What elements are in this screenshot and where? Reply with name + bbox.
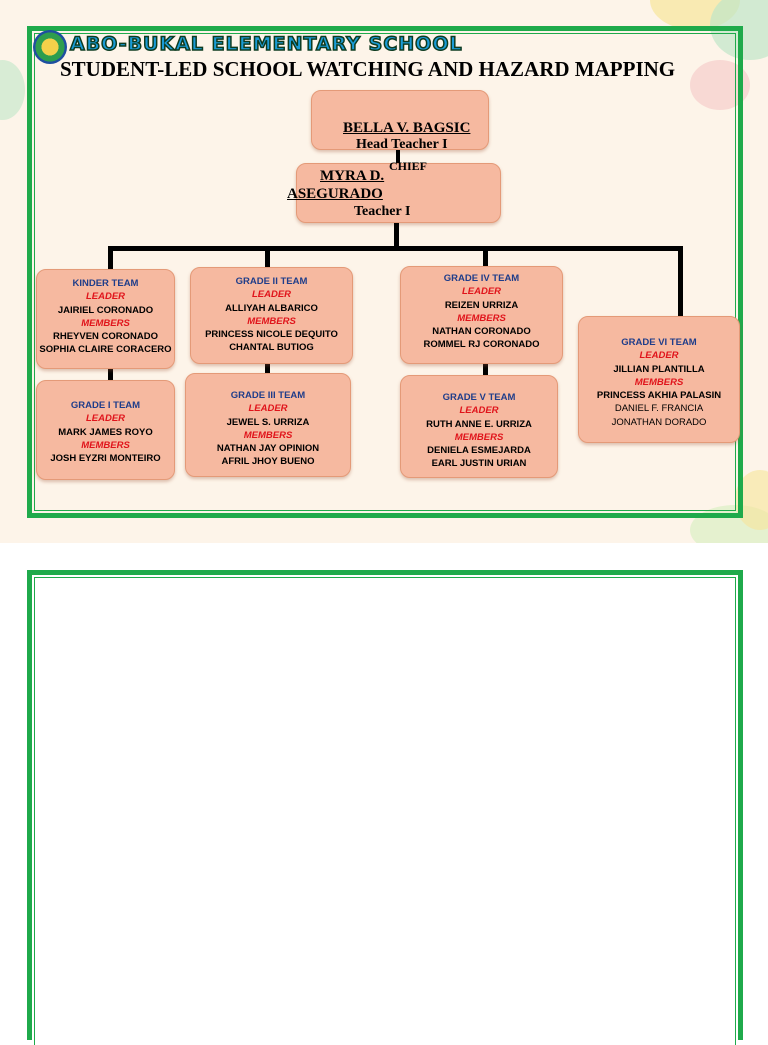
team-member: EARL JUSTIN URIAN [431, 458, 527, 470]
chief-box [296, 163, 501, 223]
connector-line [265, 246, 270, 268]
team-box-kinder: KINDER TEAM LEADER JAIRIEL CORONADO MEMB… [36, 269, 175, 369]
team-member: ROMMEL RJ CORONADO [423, 339, 540, 351]
leader-label: LEADER [248, 403, 288, 415]
team-member: DENIELA ESMEJARDA [427, 445, 531, 457]
head-teacher-name: BELLA V. BAGSIC [343, 120, 471, 136]
decor-bubble [0, 60, 25, 120]
chief-label: CHIEF [389, 159, 428, 173]
chief-name-line1: MYRA D. [320, 168, 385, 184]
connector-line [108, 246, 113, 270]
team-box-grade-5: GRADE V TEAM LEADER RUTH ANNE E. URRIZA … [400, 375, 558, 478]
chief-position: Teacher I [354, 204, 411, 219]
members-label: MEMBERS [454, 431, 504, 443]
team-leader: JILLIAN PLANTILLA [613, 363, 705, 375]
team-member: NATHAN JAY OPINION [216, 443, 320, 455]
team-member: AFRIL JHOY BUENO [221, 456, 315, 468]
team-member: JOSH EYZRI MONTEIRO [50, 453, 161, 465]
head-teacher-position: Head Teacher I [356, 137, 448, 152]
page-title: STUDENT-LED SCHOOL WATCHING AND HAZARD M… [60, 57, 676, 81]
blank-slide-border [27, 570, 743, 1045]
team-box-grade-1: GRADE I TEAM LEADER MARK JAMES ROYO MEMB… [36, 380, 175, 480]
leader-label: LEADER [639, 350, 679, 362]
team-box-grade-6: GRADE VI TEAM LEADER JILLIAN PLANTILLA M… [578, 316, 740, 443]
team-member: CHANTAL BUTIOG [229, 342, 314, 354]
connector-line [678, 246, 683, 318]
members-label: MEMBERS [457, 312, 506, 324]
team-box-grade-3: GRADE III TEAM LEADER JEWEL S. URRIZA ME… [185, 373, 351, 477]
team-member: JONATHAN DORADO [611, 416, 707, 428]
slide-border [27, 26, 743, 518]
team-leader: JEWEL S. URRIZA [226, 416, 310, 428]
members-label: MEMBERS [243, 429, 293, 441]
team-name: GRADE VI TEAM [621, 337, 697, 348]
members-label: MEMBERS [247, 315, 296, 327]
team-leader: JAIRIEL CORONADO [57, 304, 154, 316]
team-box-grade-2: GRADE II TEAM LEADER ALLIYAH ALBARICO ME… [190, 267, 353, 364]
team-leader: REIZEN URRIZA [444, 299, 519, 311]
members-label: MEMBERS [81, 439, 130, 451]
connector-line [265, 363, 270, 375]
members-label: MEMBERS [634, 376, 684, 388]
team-member: DANIEL F. FRANCIA [614, 403, 704, 415]
team-name: GRADE IV TEAM [443, 273, 520, 284]
team-name: KINDER TEAM [72, 278, 139, 289]
leader-label: LEADER [85, 291, 126, 303]
leader-label: LEADER [459, 405, 499, 417]
chief-name-line2: ASEGURADO [287, 186, 383, 202]
team-name: GRADE II TEAM [235, 276, 308, 287]
team-member: RHEYVEN CORONADO [52, 331, 159, 343]
members-label: MEMBERS [81, 317, 130, 329]
team-name: GRADE V TEAM [442, 392, 516, 403]
school-logo [33, 30, 67, 64]
leader-label: LEADER [85, 413, 126, 425]
connector-line [108, 369, 113, 381]
head-teacher-box [311, 90, 489, 150]
connector-line [394, 223, 399, 248]
team-member: PRINCESS AKHIA PALASIN [596, 390, 722, 402]
team-member: SOPHIA CLAIRE CORACERO [39, 344, 172, 356]
connector-line [108, 246, 683, 251]
team-name: GRADE I TEAM [70, 400, 141, 411]
org-chart-slide: ABO-BUKAL ELEMENTARY SCHOOL STUDENT-LED … [0, 0, 768, 543]
team-leader: RUTH ANNE E. URRIZA [426, 418, 532, 430]
team-member: NATHAN CORONADO [432, 326, 531, 338]
leader-label: LEADER [461, 286, 502, 298]
team-leader: ALLIYAH ALBARICO [225, 302, 318, 314]
school-name: ABO-BUKAL ELEMENTARY SCHOOL [69, 32, 463, 56]
connector-line [483, 246, 488, 268]
connector-line [483, 364, 488, 376]
team-leader: MARK JAMES ROYO [58, 426, 153, 438]
team-member: PRINCESS NICOLE DEQUITO [205, 329, 338, 341]
team-name: GRADE III TEAM [230, 390, 306, 401]
connector-line [396, 150, 400, 164]
team-box-grade-4: GRADE IV TEAM LEADER REIZEN URRIZA MEMBE… [400, 266, 563, 364]
leader-label: LEADER [251, 289, 292, 301]
